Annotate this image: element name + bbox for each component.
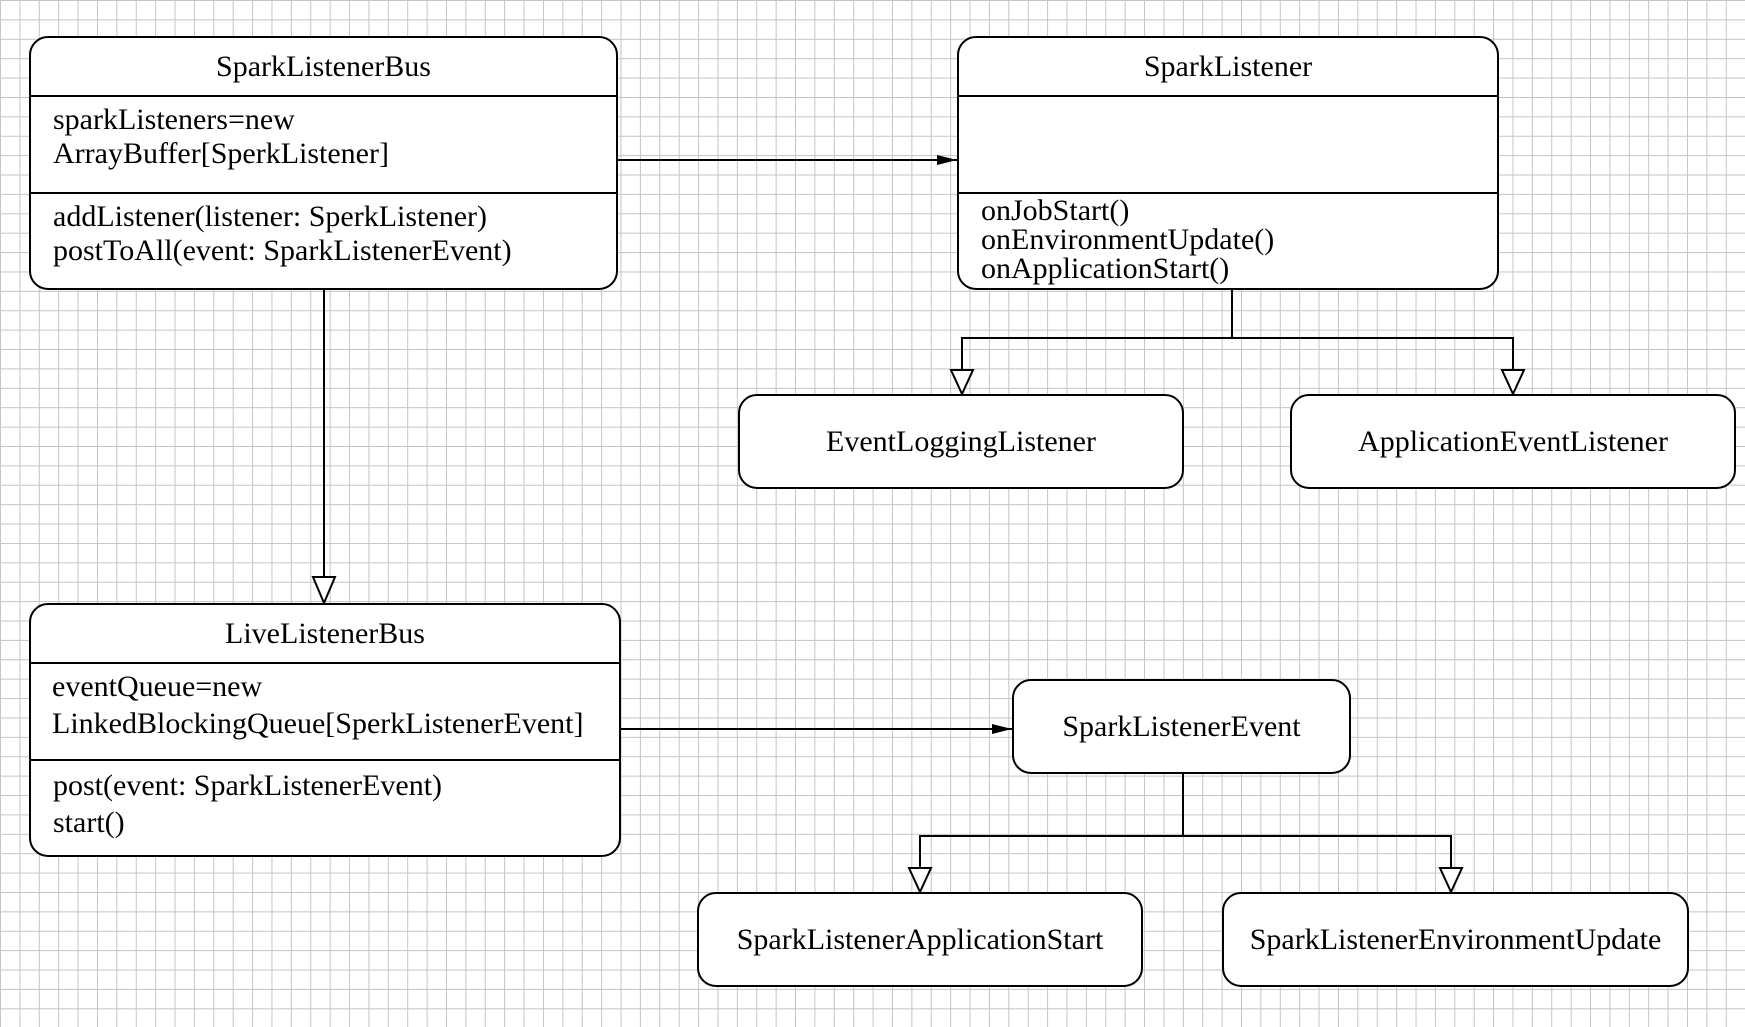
methods-compartment: addListener(listener: SperkListener) pos… xyxy=(31,194,616,288)
methods-compartment: post(event: SparkListenerEvent) start() xyxy=(31,761,619,855)
class-name: LiveListenerBus xyxy=(31,605,619,664)
method: start() xyxy=(53,806,125,839)
class-spark-listener-event: SparkListenerEvent xyxy=(1012,679,1351,774)
attribute: sparkListeners=new xyxy=(53,103,295,136)
method: onJobStart() xyxy=(981,194,1130,227)
class-name: SparkListenerEvent xyxy=(1062,709,1301,743)
inheritance-arrowhead-live-bus xyxy=(311,576,337,606)
class-name: SparkListenerEnvironmentUpdate xyxy=(1249,922,1662,956)
class-spark-listener-bus: SparkListenerBus sparkListeners=new Arra… xyxy=(29,36,618,290)
method: onApplicationStart() xyxy=(981,252,1230,285)
method: postToAll(event: SparkListenerEvent) xyxy=(53,234,512,267)
methods-compartment: onJobStart() onEnvironmentUpdate() onApp… xyxy=(959,194,1497,288)
method: post(event: SparkListenerEvent) xyxy=(53,769,443,802)
method: addListener(listener: SperkListener) xyxy=(53,200,488,233)
method: onEnvironmentUpdate() xyxy=(981,223,1275,256)
attribute: ArrayBuffer[SperkListener] xyxy=(53,137,389,170)
class-name: SparkListenerApplicationStart xyxy=(736,922,1104,956)
attribute: LinkedBlockingQueue[SperkListenerEvent] xyxy=(52,707,584,740)
inheritance-arrowhead-application-start xyxy=(907,867,933,895)
class-application-event-listener: ApplicationEventListener xyxy=(1290,394,1736,489)
class-name: SparkListenerBus xyxy=(31,38,616,97)
attributes-compartment xyxy=(959,97,1497,194)
class-name: EventLoggingListener xyxy=(826,424,1096,458)
class-name: SparkListener xyxy=(959,38,1497,97)
attributes-compartment: eventQueue=new LinkedBlockingQueue[Sperk… xyxy=(31,664,619,761)
inheritance-branch-event xyxy=(919,835,1452,868)
attribute: eventQueue=new xyxy=(52,670,263,703)
inheritance-arrowhead-application-event xyxy=(1500,369,1526,397)
attributes-compartment: sparkListeners=new ArrayBuffer[SperkList… xyxy=(31,97,616,194)
inheritance-branch-listener xyxy=(961,337,1514,370)
class-spark-listener-application-start: SparkListenerApplicationStart xyxy=(697,892,1143,987)
class-name: ApplicationEventListener xyxy=(1358,424,1668,458)
class-spark-listener-environment-update: SparkListenerEnvironmentUpdate xyxy=(1222,892,1689,987)
class-live-listener-bus: LiveListenerBus eventQueue=new LinkedBlo… xyxy=(29,603,621,857)
inheritance-arrowhead-environment-update xyxy=(1438,867,1464,895)
class-spark-listener: SparkListener onJobStart() onEnvironment… xyxy=(957,36,1499,290)
class-event-logging-listener: EventLoggingListener xyxy=(738,394,1184,489)
inheritance-arrowhead-event-logging xyxy=(949,369,975,397)
